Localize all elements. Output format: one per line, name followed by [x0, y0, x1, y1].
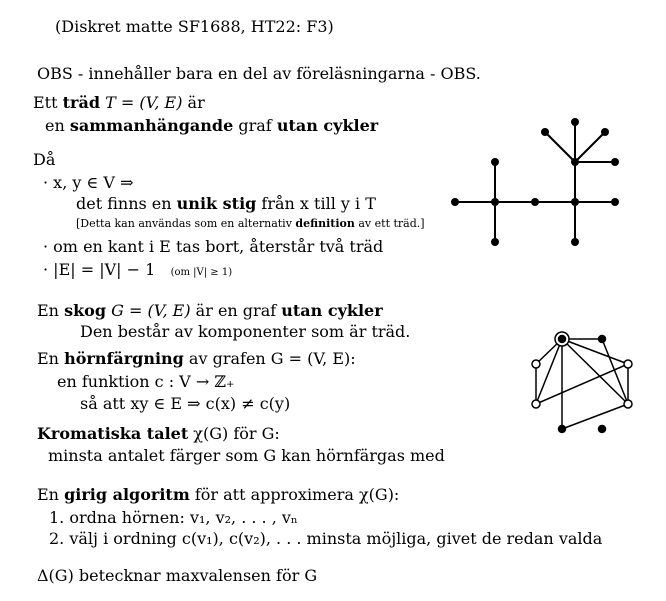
- coloring-condition: så att xy ∈ E ⇒ c(x) ≠ c(y): [80, 394, 291, 413]
- chromatic-number-definition: Kromatiska talet χ(G) för G:: [37, 424, 280, 443]
- forest-components: Den består av komponenter som är träd.: [80, 322, 411, 341]
- graph-vertex: [557, 334, 567, 344]
- forest-definition: En skog G = (V, E) är en graf utan cykle…: [37, 301, 383, 320]
- tree-definition-line2: en sammanhängande graf utan cykler: [45, 116, 379, 135]
- tree-vertex: [571, 158, 579, 166]
- coloring-function: en funktion c : V → ℤ₊: [57, 372, 235, 391]
- graph-vertex: [597, 424, 607, 434]
- tree-vertex: [491, 238, 499, 246]
- lecture-header: (Diskret matte SF1688, HT22: F3): [55, 17, 334, 36]
- graph-vertex: [557, 424, 567, 434]
- greedy-algorithm-title: En girig algoritm för att approximera χ(…: [37, 485, 400, 504]
- tree-vertex: [491, 158, 499, 166]
- greedy-step-2: 2. välj i ordning c(v₁), c(v₂), . . . mi…: [49, 529, 603, 548]
- tree-property-1-detail: det finns en unik stig från x till y i T: [76, 194, 376, 213]
- obs-note: OBS - innehåller bara en del av föreläsn…: [37, 64, 481, 83]
- greedy-step-1: 1. ordna hörnen: v₁, v₂, . . . , vₙ: [49, 508, 298, 527]
- coloring-definition: En hörnfärgning av grafen G = (V, E):: [37, 349, 356, 368]
- then-label: Då: [33, 150, 56, 169]
- tree-vertex: [451, 198, 459, 206]
- tree-property-3: · |E| = |V| − 1 (om |V| ≥ 1): [43, 260, 233, 279]
- graph-vertex: [531, 359, 541, 369]
- tree-vertex: [601, 128, 609, 136]
- graph-vertex: [623, 359, 633, 369]
- graph-vertex: [597, 334, 607, 344]
- tree-vertex: [491, 198, 499, 206]
- tree-property-2: · om en kant i E tas bort, återstår två …: [43, 237, 384, 256]
- tree-vertex: [611, 198, 619, 206]
- chromatic-number-text: minsta antalet färger som G kan hörnfärg…: [48, 446, 445, 465]
- tree-vertex: [531, 198, 539, 206]
- graph-vertex: [531, 399, 541, 409]
- tree-vertex: [571, 118, 579, 126]
- tree-vertex: [571, 238, 579, 246]
- tree-vertex: [611, 158, 619, 166]
- graph-vertex: [623, 399, 633, 409]
- max-degree-definition: Δ(G) betecknar maxvalensen för G: [37, 566, 318, 585]
- tree-alt-definition-note: [Detta kan användas som en alternativ de…: [76, 217, 425, 230]
- tree-property-1: · x, y ∈ V ⇒: [43, 173, 134, 192]
- tree-vertex: [571, 198, 579, 206]
- tree-definition-line1: Ett träd T = (V, E) är: [33, 93, 205, 112]
- tree-vertex: [541, 128, 549, 136]
